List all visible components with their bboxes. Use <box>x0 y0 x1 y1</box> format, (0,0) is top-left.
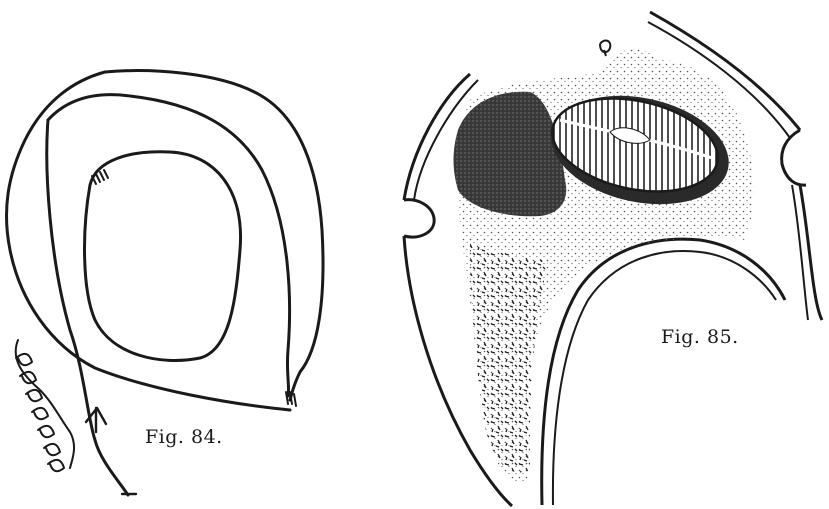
top-particle <box>600 41 610 56</box>
inner-arch-curve-2 <box>553 251 776 505</box>
stem-line <box>47 120 128 495</box>
network-region <box>470 240 548 473</box>
coiled-spring-icon <box>16 340 74 471</box>
left-notch <box>404 200 434 237</box>
inner-loop-line <box>85 152 241 361</box>
figure-85-caption: Fig. 85. <box>661 326 739 348</box>
right-notch <box>782 130 806 185</box>
inner-arch-curve <box>542 239 785 505</box>
figure-84-caption: Fig. 84. <box>145 426 223 448</box>
figure-85-drawing <box>404 12 822 506</box>
